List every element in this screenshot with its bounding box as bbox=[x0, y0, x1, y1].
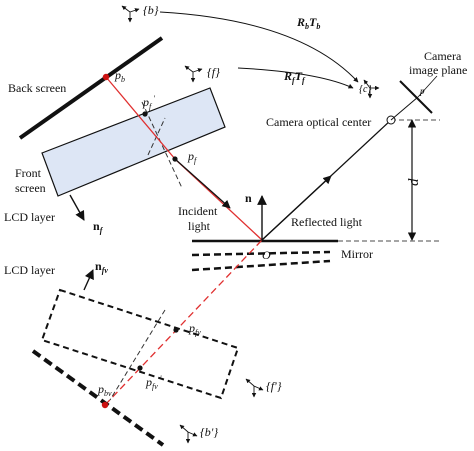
label-front-screen-1: Front bbox=[15, 166, 42, 180]
label-frame-f-prime: {f'} bbox=[266, 379, 282, 393]
arc-rf-tf bbox=[237, 67, 354, 89]
label-p-camera: p bbox=[419, 86, 425, 96]
label-camera-optical-center: Camera optical center bbox=[266, 115, 371, 129]
label-camera-image-plane-2: image plane bbox=[409, 63, 467, 77]
reflected-ray-arrow bbox=[261, 175, 332, 241]
frame-f-prime-icon bbox=[245, 378, 264, 398]
label-frame-c: {c} bbox=[359, 84, 371, 95]
camera-image-plane bbox=[399, 80, 433, 114]
label-frame-b: {b} bbox=[143, 3, 159, 17]
label-p-bv: pbv bbox=[97, 382, 112, 398]
label-n-f: nf bbox=[93, 219, 104, 235]
label-front-screen-2: screen bbox=[15, 181, 46, 195]
label-origin: O bbox=[262, 248, 271, 262]
label-distance: d bbox=[406, 178, 422, 186]
label-camera-image-plane-1: Camera bbox=[424, 49, 462, 63]
mirror-reflection-2 bbox=[191, 259, 331, 272]
label-n-fv: nfv bbox=[95, 259, 108, 275]
virtual-normal-arrow bbox=[83, 269, 94, 291]
label-lcd-layer-bottom: LCD layer bbox=[4, 263, 55, 277]
virtual-front-screen bbox=[40, 288, 240, 400]
point-pb bbox=[102, 73, 110, 81]
virtual-dashed-normal bbox=[109, 309, 166, 401]
point-pf-prime bbox=[142, 111, 148, 117]
label-p-b: pb bbox=[114, 68, 125, 84]
frame-c-icon bbox=[363, 79, 380, 99]
camera-ray bbox=[390, 96, 419, 121]
mirror-reflection-1 bbox=[191, 250, 331, 257]
point-pf bbox=[172, 156, 178, 162]
frame-b-icon bbox=[121, 5, 140, 23]
point-pbv bbox=[101, 401, 109, 409]
incident-ray-black bbox=[174, 158, 231, 209]
front-normal-arrow bbox=[69, 194, 85, 221]
label-rb-tb: RbTb bbox=[296, 15, 320, 31]
front-screen-rect bbox=[41, 87, 226, 197]
incident-ray-red bbox=[105, 76, 176, 160]
label-p-fv: pfv bbox=[188, 321, 201, 337]
virtual-back-screen bbox=[31, 349, 165, 447]
frame-b-prime-icon bbox=[179, 424, 198, 444]
label-mirror: Mirror bbox=[341, 247, 373, 261]
label-frame-f: {f} bbox=[207, 65, 220, 79]
label-reflected-light: Reflected light bbox=[291, 215, 363, 229]
point-pfv-prime bbox=[137, 365, 143, 371]
label-incident-2: light bbox=[188, 219, 211, 233]
label-p-f-prime: pf' bbox=[142, 94, 155, 111]
label-frame-b-prime: {b'} bbox=[200, 425, 218, 439]
camera-pointer bbox=[417, 75, 438, 98]
virtual-ray-dashed bbox=[104, 239, 263, 406]
label-rf-tf: RfTf bbox=[283, 69, 306, 85]
label-back-screen: Back screen bbox=[8, 81, 66, 95]
frame-f-icon bbox=[184, 65, 203, 83]
arc-rb-tb bbox=[159, 11, 359, 83]
label-n-mirror: n bbox=[245, 191, 252, 205]
text-labels: Back screen Front screen LCD layer LCD l… bbox=[4, 3, 467, 439]
label-p-f: pf bbox=[187, 149, 198, 165]
label-lcd-layer-top: LCD layer bbox=[4, 210, 55, 224]
label-incident-1: Incident bbox=[178, 204, 218, 218]
label-p-fv-prime: pfv' bbox=[145, 374, 162, 391]
point-pfv bbox=[173, 327, 179, 333]
back-screen-line bbox=[18, 36, 164, 140]
